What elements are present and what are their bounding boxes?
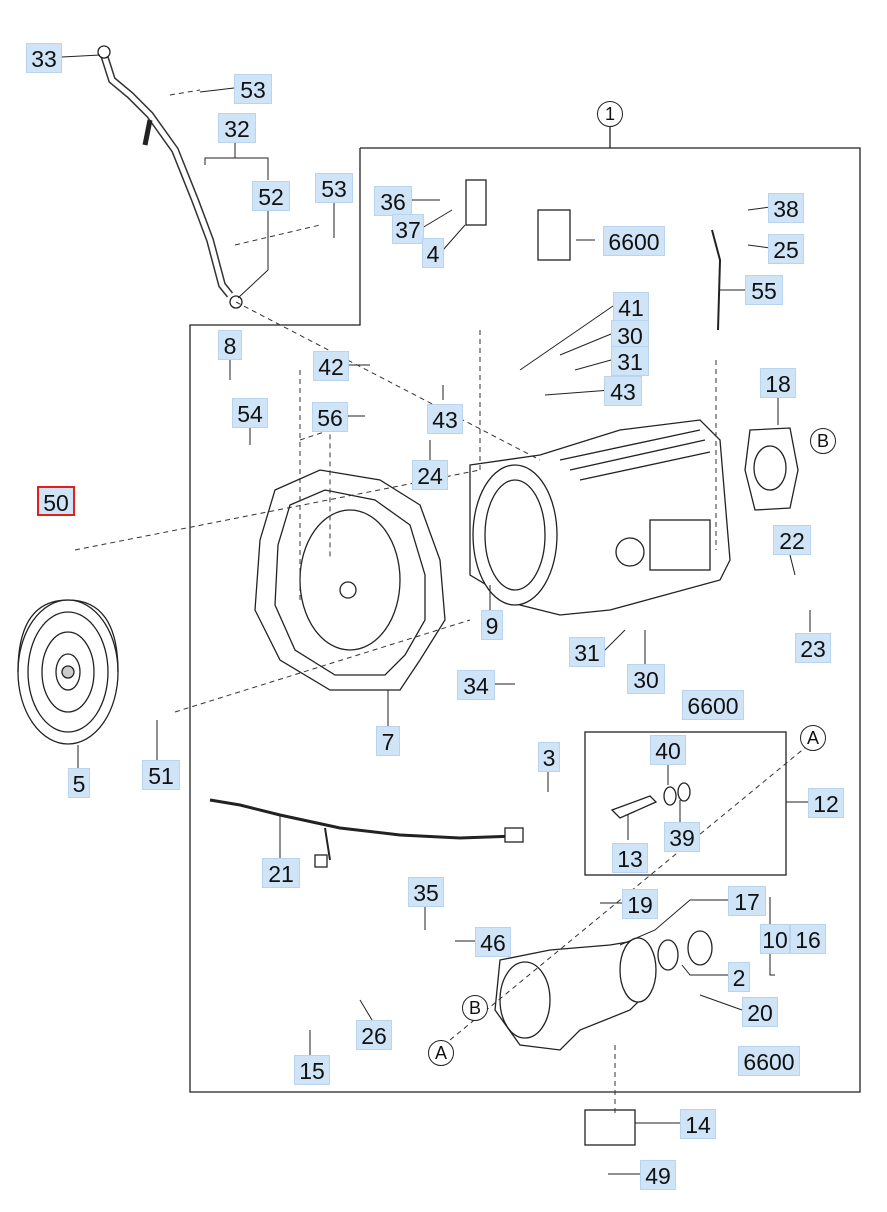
callout-30a[interactable]: 30 bbox=[611, 320, 649, 350]
solenoid-inset-box bbox=[584, 731, 787, 876]
assembly-frame bbox=[189, 147, 861, 1093]
callout-5[interactable]: 5 bbox=[68, 768, 90, 798]
callout-56[interactable]: 56 bbox=[312, 402, 348, 432]
bracket-plate bbox=[465, 179, 487, 226]
callout-53b[interactable]: 53 bbox=[315, 173, 353, 203]
reference-tag-A2: A bbox=[428, 1040, 454, 1066]
callout-46[interactable]: 46 bbox=[475, 927, 511, 957]
callout-23[interactable]: 23 bbox=[795, 633, 831, 663]
callout-19[interactable]: 19 bbox=[622, 889, 658, 919]
callout-20[interactable]: 20 bbox=[742, 997, 778, 1027]
callout-21[interactable]: 21 bbox=[262, 858, 300, 888]
callout-16[interactable]: 16 bbox=[790, 924, 826, 954]
reference-tag-B1: B bbox=[810, 428, 836, 454]
callout-31b[interactable]: 31 bbox=[569, 637, 605, 667]
callout-25[interactable]: 25 bbox=[768, 234, 804, 264]
callout-33[interactable]: 33 bbox=[26, 43, 62, 73]
reference-tag-A1: A bbox=[800, 725, 826, 751]
callout-35[interactable]: 35 bbox=[408, 877, 444, 907]
callout-17[interactable]: 17 bbox=[728, 886, 766, 916]
callout-9[interactable]: 9 bbox=[481, 610, 503, 640]
callout-39[interactable]: 39 bbox=[664, 822, 700, 852]
callout-6600b[interactable]: 6600 bbox=[682, 690, 744, 720]
callout-12[interactable]: 12 bbox=[808, 788, 844, 818]
callout-14[interactable]: 14 bbox=[680, 1109, 716, 1139]
callout-4[interactable]: 4 bbox=[422, 238, 444, 268]
callout-36[interactable]: 36 bbox=[374, 186, 412, 216]
callout-50[interactable]: 50 bbox=[37, 486, 75, 516]
callout-10[interactable]: 10 bbox=[760, 924, 790, 954]
callout-22[interactable]: 22 bbox=[773, 525, 811, 555]
callout-6600c[interactable]: 6600 bbox=[738, 1046, 800, 1076]
callout-53a[interactable]: 53 bbox=[234, 74, 272, 104]
torque-converter bbox=[17, 599, 119, 745]
callout-7[interactable]: 7 bbox=[376, 726, 400, 756]
callout-38[interactable]: 38 bbox=[768, 193, 804, 223]
connector-14 bbox=[584, 1109, 636, 1146]
reference-tag-B2: B bbox=[462, 995, 488, 1021]
callout-41[interactable]: 41 bbox=[613, 292, 649, 322]
callout-55[interactable]: 55 bbox=[745, 275, 783, 305]
reference-tag-1: 1 bbox=[597, 101, 623, 127]
sensor-connector bbox=[537, 209, 571, 261]
callout-52[interactable]: 52 bbox=[252, 181, 290, 211]
callout-43a[interactable]: 43 bbox=[604, 376, 642, 406]
callout-3[interactable]: 3 bbox=[538, 742, 560, 772]
callout-32[interactable]: 32 bbox=[218, 113, 256, 143]
callout-18[interactable]: 18 bbox=[760, 368, 796, 398]
gasket bbox=[744, 427, 799, 511]
solenoid bbox=[610, 795, 658, 819]
callout-2[interactable]: 2 bbox=[728, 962, 750, 992]
callout-51[interactable]: 51 bbox=[142, 760, 180, 790]
callout-15[interactable]: 15 bbox=[294, 1055, 330, 1085]
callout-13[interactable]: 13 bbox=[612, 843, 648, 873]
callout-31a[interactable]: 31 bbox=[611, 346, 649, 376]
callout-6600a[interactable]: 6600 bbox=[603, 226, 665, 256]
callout-24[interactable]: 24 bbox=[412, 460, 448, 490]
wiring-harness bbox=[209, 798, 516, 840]
callout-8[interactable]: 8 bbox=[218, 330, 242, 360]
callout-30b[interactable]: 30 bbox=[627, 664, 665, 694]
callout-49[interactable]: 49 bbox=[640, 1160, 676, 1190]
callout-37[interactable]: 37 bbox=[392, 214, 424, 244]
callout-40[interactable]: 40 bbox=[650, 735, 686, 765]
callout-54[interactable]: 54 bbox=[232, 398, 268, 428]
callout-34[interactable]: 34 bbox=[457, 670, 495, 700]
callout-42[interactable]: 42 bbox=[313, 351, 349, 381]
transmission-case bbox=[469, 419, 731, 616]
extension-housing bbox=[494, 930, 713, 1051]
callout-43b[interactable]: 43 bbox=[427, 404, 463, 434]
callout-26[interactable]: 26 bbox=[356, 1020, 392, 1050]
